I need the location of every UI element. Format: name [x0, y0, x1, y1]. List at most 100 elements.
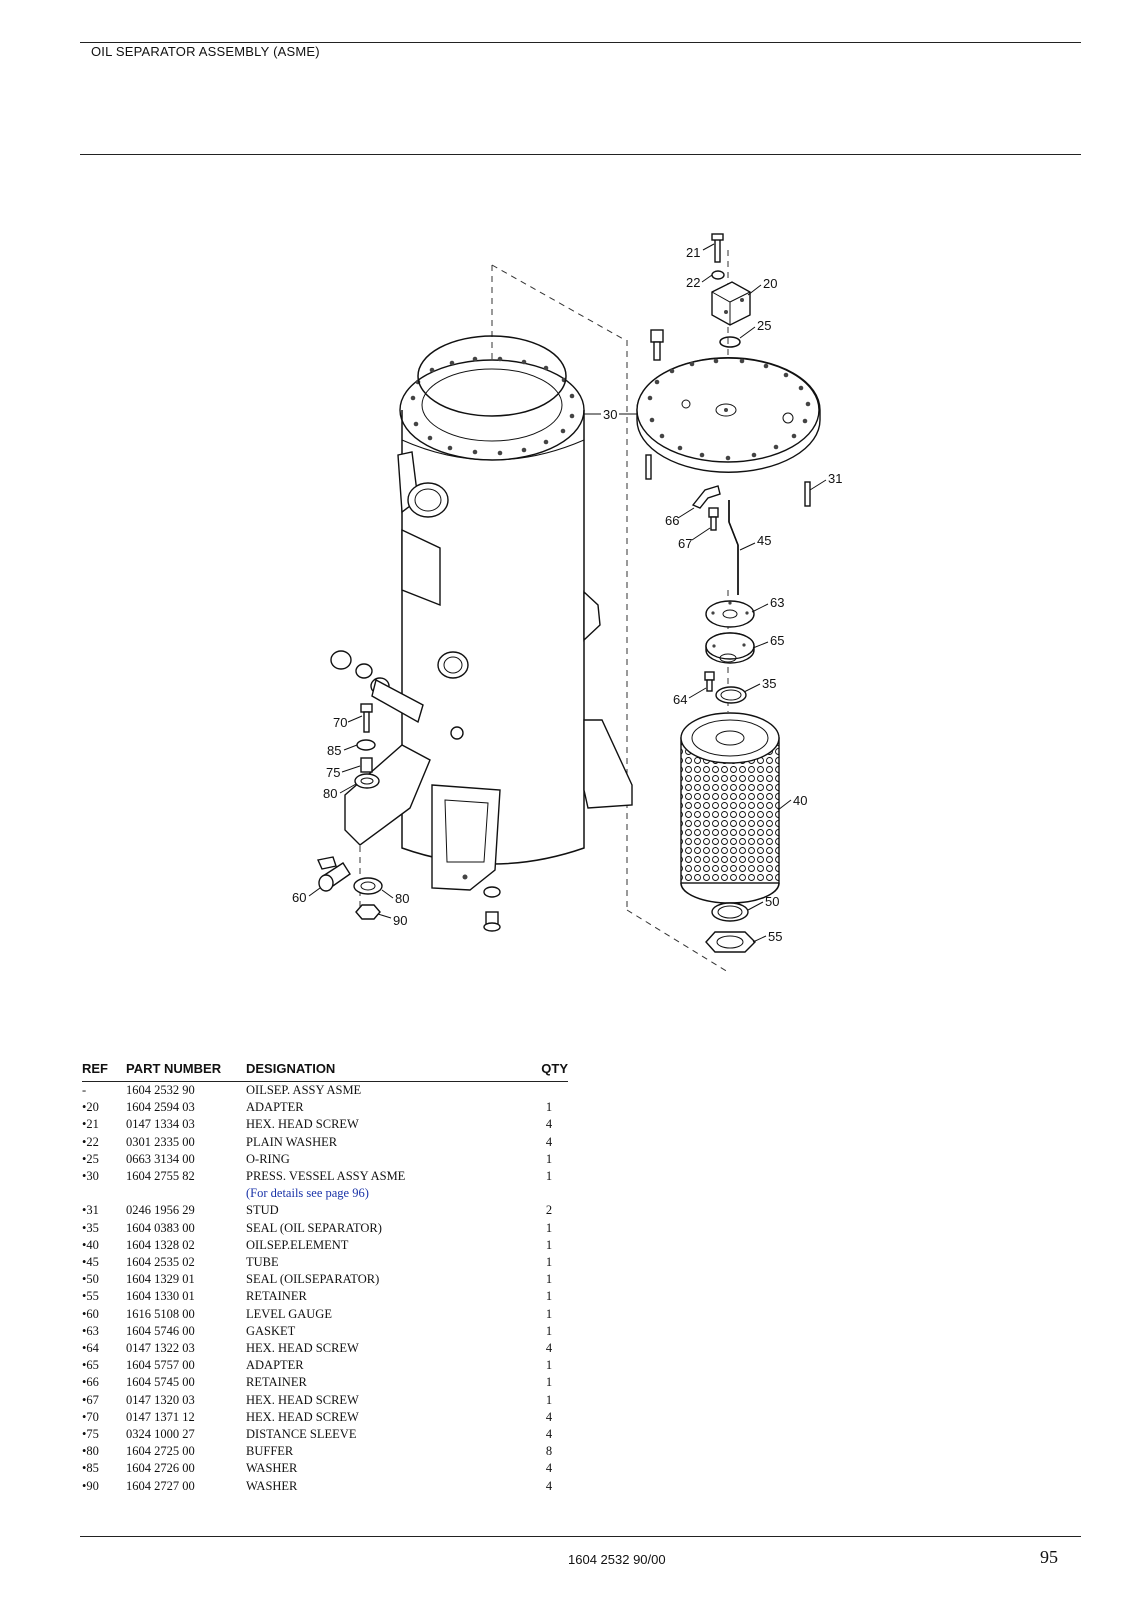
- vessel-right-boss: [583, 590, 601, 642]
- gasket-part: [705, 600, 755, 628]
- cell-part-number: 1604 2726 00: [126, 1461, 195, 1476]
- cell-part-number: 1604 1328 02: [126, 1237, 195, 1252]
- cell-qty: 8: [545, 1444, 553, 1459]
- cell-qty: 1: [545, 1289, 553, 1304]
- cell-part-number: 1604 2755 82: [126, 1169, 195, 1184]
- level-gauge-part: [317, 856, 351, 892]
- cell-designation: TUBE: [246, 1255, 279, 1270]
- callout-80-upper: 80: [323, 786, 337, 801]
- cell-ref: •66: [82, 1375, 99, 1390]
- table-header-row: REF PART NUMBER DESIGNATION QTY: [82, 1058, 568, 1082]
- cell-ref: •64: [82, 1341, 99, 1356]
- cell-part-number: [126, 1185, 246, 1202]
- screw-64: [704, 671, 715, 692]
- cell-qty: 1: [545, 1306, 553, 1321]
- cell-qty: 4: [545, 1461, 553, 1476]
- sleeve-75-part: [360, 757, 373, 773]
- footer-document-code: 1604 2532 90/00: [568, 1552, 666, 1567]
- cell-qty: 1: [545, 1392, 553, 1407]
- stud-left-icon: [645, 454, 652, 480]
- table-note-row: (For details see page 96): [82, 1185, 568, 1202]
- left-plug-part: [330, 650, 424, 724]
- cell-ref: -: [82, 1083, 87, 1097]
- callout-25: 25: [757, 318, 771, 333]
- tube-part: [728, 500, 739, 595]
- callout-67: 67: [678, 536, 692, 551]
- callout-30: 30: [603, 407, 617, 422]
- page-header-title: OIL SEPARATOR ASSEMBLY (ASME): [91, 44, 320, 59]
- washer-85-part: [356, 739, 376, 751]
- callout-50: 50: [765, 894, 779, 909]
- cell-qty: 1: [545, 1220, 553, 1235]
- cell-designation: PLAIN WASHER: [246, 1134, 338, 1149]
- cell-ref: •31: [82, 1203, 99, 1218]
- see-page-note: (For details see page 96): [246, 1186, 369, 1201]
- cell-part-number: 1604 5745 00: [126, 1375, 195, 1390]
- cell-qty: [530, 1185, 568, 1202]
- cell-qty: 1: [545, 1255, 553, 1270]
- vessel-foot-front: [431, 784, 501, 891]
- retainer-part: [691, 485, 721, 509]
- lid-axis-dashline: [491, 264, 626, 341]
- cell-qty: 1: [545, 1323, 553, 1338]
- cell-ref: •55: [82, 1289, 99, 1304]
- cell-ref: •21: [82, 1117, 99, 1132]
- cell-ref: •85: [82, 1461, 99, 1476]
- callout-60: 60: [292, 890, 306, 905]
- cell-designation: STUD: [246, 1203, 279, 1218]
- cell-qty: 1: [545, 1237, 553, 1252]
- cell-part-number: 0147 1334 03: [126, 1117, 195, 1132]
- cell-part-number: 1604 5746 00: [126, 1323, 195, 1338]
- callout-66: 66: [665, 513, 679, 528]
- cell-qty: 1: [545, 1151, 553, 1166]
- cell-ref: •22: [82, 1134, 99, 1149]
- cell-designation: HEX. HEAD SCREW: [246, 1341, 359, 1356]
- cell-designation: RETAINER: [246, 1289, 307, 1304]
- cell-designation: ADAPTER: [246, 1358, 304, 1373]
- cell-designation: OILSEP.ELEMENT: [246, 1237, 349, 1252]
- callout-63: 63: [770, 595, 784, 610]
- header-part-number: PART NUMBER: [126, 1058, 246, 1082]
- callout-70: 70: [333, 715, 347, 730]
- vessel-oil-nozzle: [437, 651, 469, 679]
- cell-ref: •75: [82, 1427, 99, 1442]
- cell-designation: DISTANCE SLEEVE: [246, 1427, 357, 1442]
- cell-qty: [530, 1082, 568, 1100]
- cell-part-number: 0324 1000 27: [126, 1427, 195, 1442]
- stud-right-icon: [804, 481, 811, 507]
- callout-leaders: [308, 243, 827, 943]
- header-bottom-rule: [80, 154, 1081, 155]
- exploded-view-drawing: 21 22 20 25 30 31 66 67 45 63 65 64 35 4…: [292, 233, 842, 973]
- vessel-foot-right: [583, 719, 633, 809]
- seal-35-part: [715, 686, 747, 704]
- buffer-80-top: [354, 773, 380, 789]
- callout-85: 85: [327, 743, 341, 758]
- table-row-main-assembly: - 1604 2532 90 OILSEP. ASSY ASME: [82, 1082, 568, 1100]
- callout-64: 64: [673, 692, 687, 707]
- oil-separator-element: [680, 712, 780, 904]
- cell-ref: •45: [82, 1255, 99, 1270]
- cell-ref: •35: [82, 1220, 99, 1235]
- cell-part-number: 1604 2725 00: [126, 1444, 195, 1459]
- cell-part-number: 0147 1320 03: [126, 1392, 195, 1407]
- callout-31: 31: [828, 471, 842, 486]
- cover-bolt-holes: [647, 358, 811, 461]
- callout-21: 21: [686, 245, 700, 260]
- cell-qty: 4: [545, 1117, 553, 1132]
- page-number: 95: [1040, 1547, 1058, 1567]
- callout-22: 22: [686, 275, 700, 290]
- cell-designation: SEAL (OIL SEPARATOR): [246, 1220, 382, 1235]
- cell-ref: •20: [82, 1100, 99, 1115]
- footer-rule: [80, 1536, 1081, 1537]
- vessel-foot-left: [344, 744, 431, 846]
- callout-90: 90: [393, 913, 407, 928]
- vessel-gasket-ring: [417, 335, 567, 417]
- cell-part-number: 0147 1322 03: [126, 1341, 195, 1356]
